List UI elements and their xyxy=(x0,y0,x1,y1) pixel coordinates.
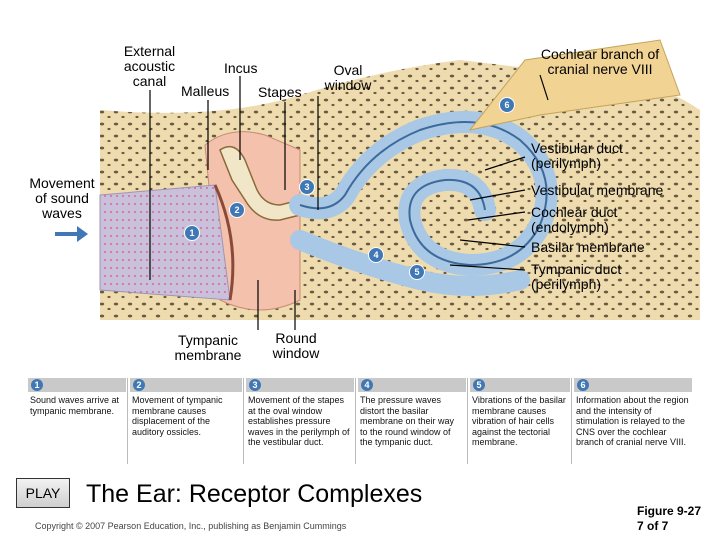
label-vestibular-membrane: Vestibular membrane xyxy=(531,182,664,198)
leader-lines xyxy=(149,74,549,330)
play-button[interactable]: PLAY xyxy=(16,478,70,508)
label-incus: Incus xyxy=(224,60,258,76)
arrow-right-icon xyxy=(55,226,88,242)
tympanic-duct-lower xyxy=(290,230,530,296)
label-cochlear-duct: Cochlear duct (endolymph) xyxy=(531,204,618,235)
diagram-marker-6: 6 xyxy=(499,97,515,113)
step-number: 4 xyxy=(361,379,373,391)
copyright-text: Copyright © 2007 Pearson Education, Inc.… xyxy=(35,521,347,531)
step-divider xyxy=(571,378,572,464)
step-bar xyxy=(358,378,466,392)
step-divider xyxy=(243,378,244,464)
external-canal xyxy=(99,184,231,301)
label-external-acoustic-canal: External acoustic canal xyxy=(123,43,176,89)
step-divider xyxy=(355,378,356,464)
diagram-marker-2: 2 xyxy=(229,202,245,218)
label-tympanic-membrane: Tympanic membrane xyxy=(174,332,242,363)
step-text: The pressure waves distort the basilar m… xyxy=(360,395,455,447)
step-number: 2 xyxy=(133,379,145,391)
step-bar xyxy=(246,378,354,392)
step-divider xyxy=(127,378,128,464)
step-text: Sound waves arrive at tympanic membrane. xyxy=(30,395,120,416)
page-title: The Ear: Receptor Complexes xyxy=(86,480,423,508)
ossicles xyxy=(219,145,301,221)
step-text: Movement of tympanic membrane causes dis… xyxy=(132,395,223,437)
diagram-marker-1: 1 xyxy=(184,225,200,241)
label-vestibular-duct: Vestibular duct (perilymph) xyxy=(531,140,623,171)
cochlear-nerve xyxy=(468,39,681,131)
label-round-window: Round window xyxy=(272,330,320,361)
step-text: Movement of the stapes at the oval windo… xyxy=(248,395,350,447)
diagram-marker-5: 5 xyxy=(409,264,425,280)
step-number: 1 xyxy=(31,379,43,391)
step-bar xyxy=(130,378,242,392)
diagram-marker-4: 4 xyxy=(368,247,384,263)
step-divider xyxy=(467,378,468,464)
step-text: Information about the region and the int… xyxy=(576,395,689,447)
label-cochlear-branch: Cochlear branch of cranial nerve VIII xyxy=(540,46,660,77)
label-oval-window: Oval window xyxy=(324,62,372,93)
step-text: Vibrations of the basilar membrane cause… xyxy=(472,395,566,447)
label-movement-of-sound-waves: Movement of sound waves xyxy=(29,175,95,221)
step-number: 6 xyxy=(577,379,589,391)
label-stapes: Stapes xyxy=(258,84,302,100)
label-malleus: Malleus xyxy=(181,83,230,99)
label-basilar-membrane: Basilar membrane xyxy=(531,239,645,255)
step-bar xyxy=(574,378,692,392)
diagram-marker-3: 3 xyxy=(299,179,315,195)
step-bar xyxy=(28,378,126,392)
figure-number: Figure 9-27 7 of 7 xyxy=(637,504,702,533)
tympanic-membrane-shape xyxy=(213,184,235,301)
middle-ear-tissue xyxy=(204,131,301,311)
step-number: 5 xyxy=(473,379,485,391)
step-number: 3 xyxy=(249,379,261,391)
step-bar xyxy=(470,378,570,392)
ear-illustration xyxy=(55,39,700,330)
label-tympanic-duct: Tympanic duct (perilymph) xyxy=(531,261,622,292)
